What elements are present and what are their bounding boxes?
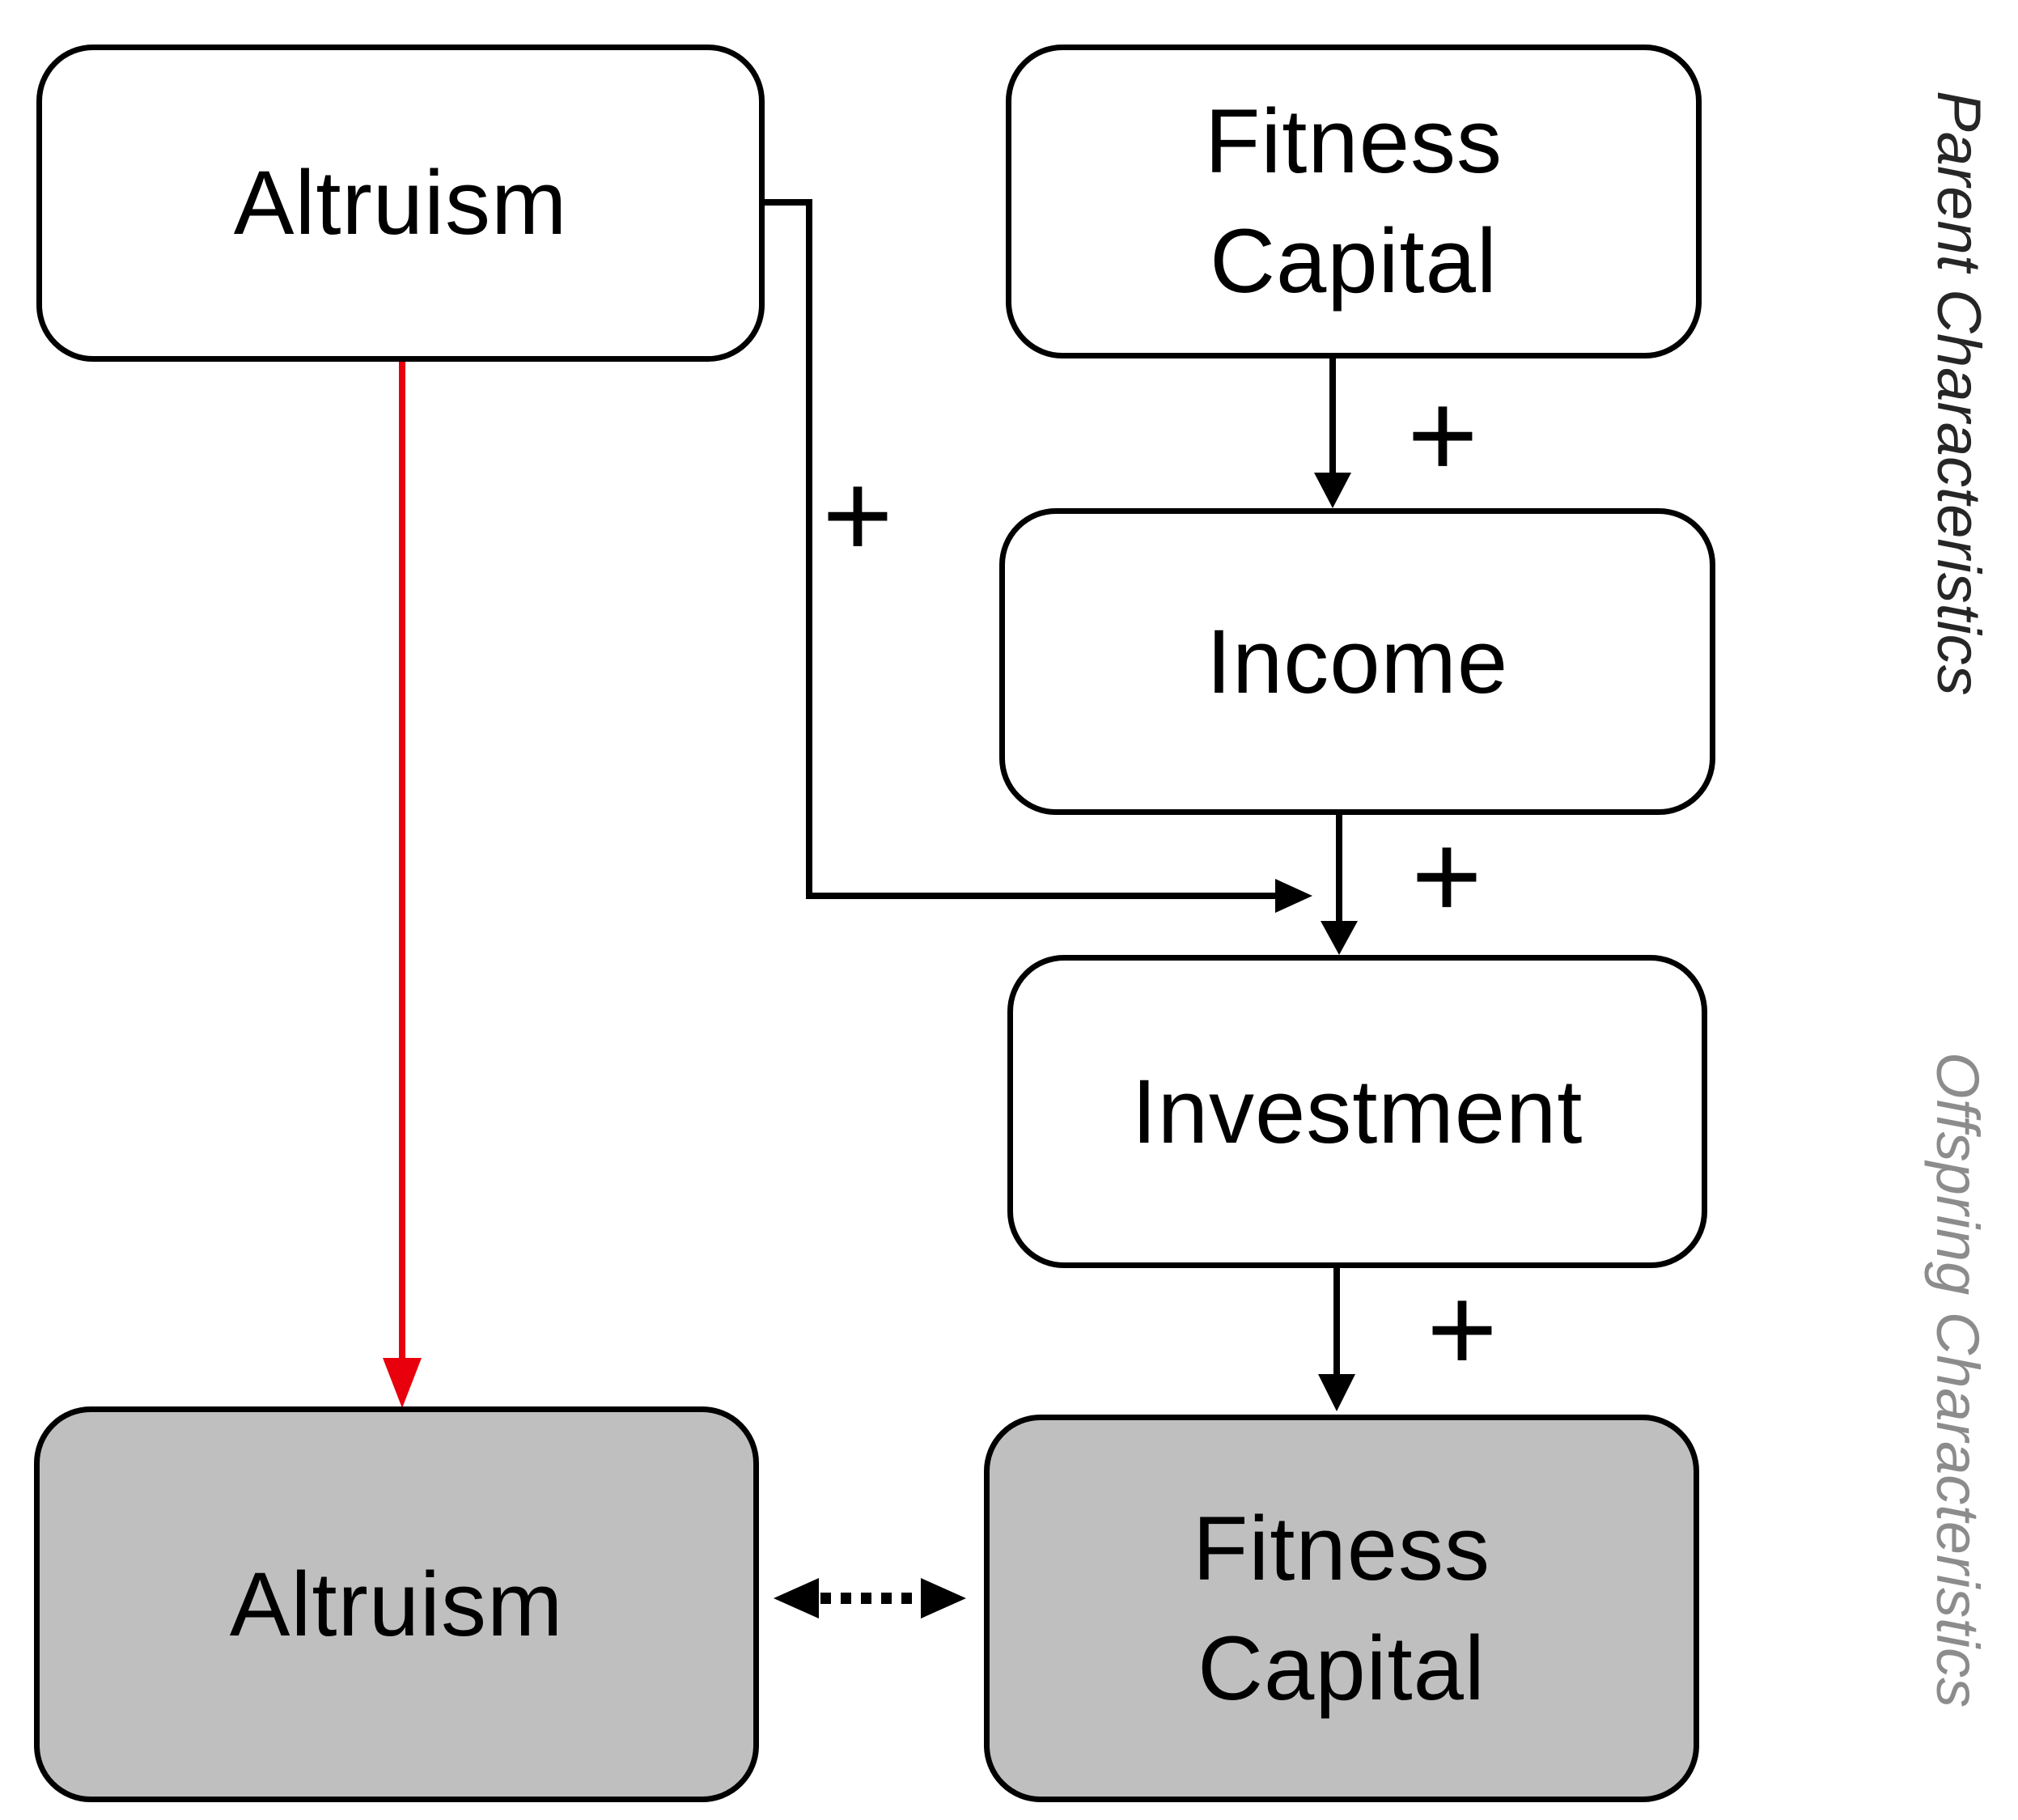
node-altruism-offspring: Altruism [34,1406,759,1802]
node-fitness-capital-offspring: Fitness Capital [984,1415,1699,1802]
plus-label-income-to-investment: + [1411,808,1482,944]
plus-label-altruism-to-investment: + [822,447,893,583]
node-fitness-capital-offspring-line1: Fitness [1193,1497,1490,1599]
edge-altruism-to-investment-line [765,199,1277,899]
node-investment: Investment [1007,955,1707,1268]
edge-altruism-to-altruism-red [383,362,422,1408]
edge-income-to-investment [1321,815,1358,955]
edge-altruism-to-altruism-arrowhead [383,1358,422,1408]
node-fitness-capital-parent-line1: Fitness [1205,91,1503,193]
edge-investment-to-fitness-capital [1318,1268,1355,1411]
edge-correlation-left-arrowhead [774,1578,819,1618]
node-altruism-offspring-label: Altruism [229,1553,564,1655]
plus-label-fitness-capital-to-income: + [1407,367,1478,503]
side-label-parent-characteristics: Parent Characteristics [1924,91,1993,696]
edge-fitness-capital-to-income-arrowhead [1314,473,1351,508]
edge-investment-to-fitness-capital-arrowhead [1318,1374,1355,1411]
edge-altruism-fitness-capital-correlation [774,1578,966,1618]
node-fitness-capital-parent-line2: Capital [1210,210,1498,312]
edge-altruism-to-investment-arrowhead [1275,879,1312,913]
node-income-label: Income [1206,610,1509,712]
node-altruism-parent-label: Altruism [233,152,568,254]
edge-income-to-investment-arrowhead [1321,921,1358,955]
node-fitness-capital-parent: Fitness Capital [1006,45,1702,358]
node-investment-label: Investment [1131,1060,1583,1162]
edge-fitness-capital-to-income [1314,358,1351,508]
plus-label-investment-to-fitness-capital: + [1427,1261,1498,1397]
node-fitness-capital-offspring-line2: Capital [1198,1617,1486,1719]
edge-correlation-right-arrowhead [921,1578,966,1618]
edge-altruism-to-investment [765,199,1312,913]
node-altruism-parent: Altruism [36,45,765,362]
side-label-offspring-characteristics: Offspring Characteristics [1924,1052,1991,1708]
node-income: Income [999,508,1715,815]
